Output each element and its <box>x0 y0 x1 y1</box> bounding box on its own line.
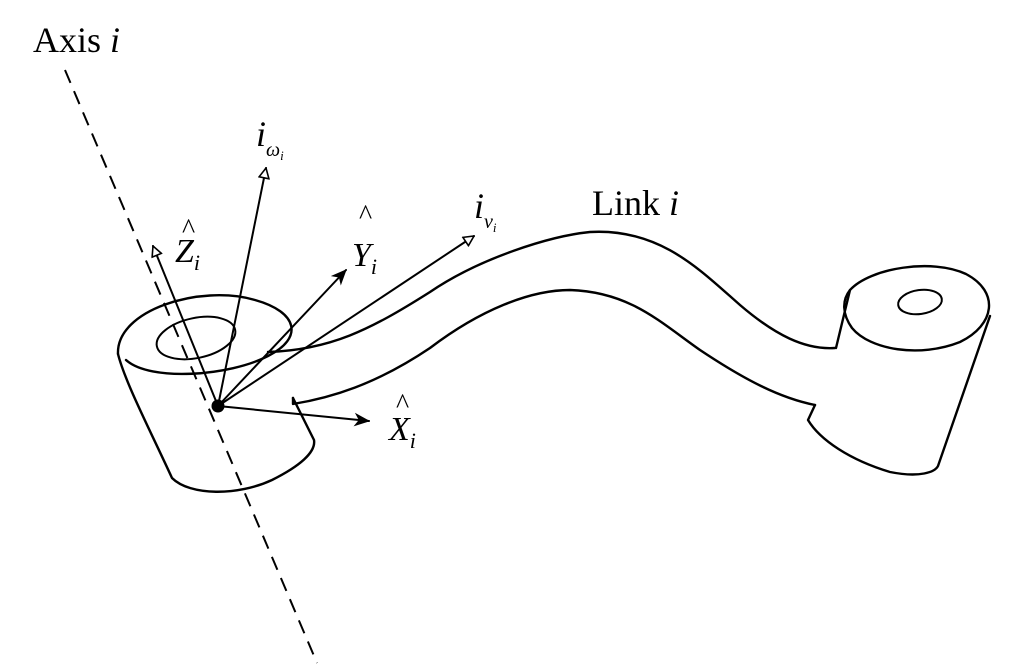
x-axis-arrow <box>217 405 371 427</box>
v-label: ivi <box>474 186 497 235</box>
distal-cylinder <box>806 264 992 476</box>
link-label: Link i <box>592 183 679 223</box>
link-body <box>266 230 837 407</box>
x-hat-label: ^ Xi <box>387 389 416 453</box>
z-axis-arrow <box>153 246 219 407</box>
svg-text:^: ^ <box>359 200 372 231</box>
axis-label: Axis i <box>33 20 120 60</box>
omega-label: iωi <box>256 114 284 163</box>
svg-text:^: ^ <box>396 389 409 420</box>
v-vector-arrow <box>217 235 474 407</box>
svg-text:^: ^ <box>182 214 195 245</box>
svg-text:Yi: Yi <box>352 237 377 279</box>
proximal-bore <box>155 315 237 361</box>
z-hat-label: ^ Zi <box>175 214 200 275</box>
joint-axis-line <box>64 69 318 664</box>
y-axis-arrow <box>217 269 347 407</box>
omega-vector-arrow <box>217 168 266 407</box>
svg-text:Xi: Xi <box>387 411 416 453</box>
y-hat-label: ^ Yi <box>352 200 377 279</box>
proximal-cylinder <box>116 294 316 493</box>
svg-text:Zi: Zi <box>175 233 200 275</box>
distal-bore <box>897 288 943 316</box>
